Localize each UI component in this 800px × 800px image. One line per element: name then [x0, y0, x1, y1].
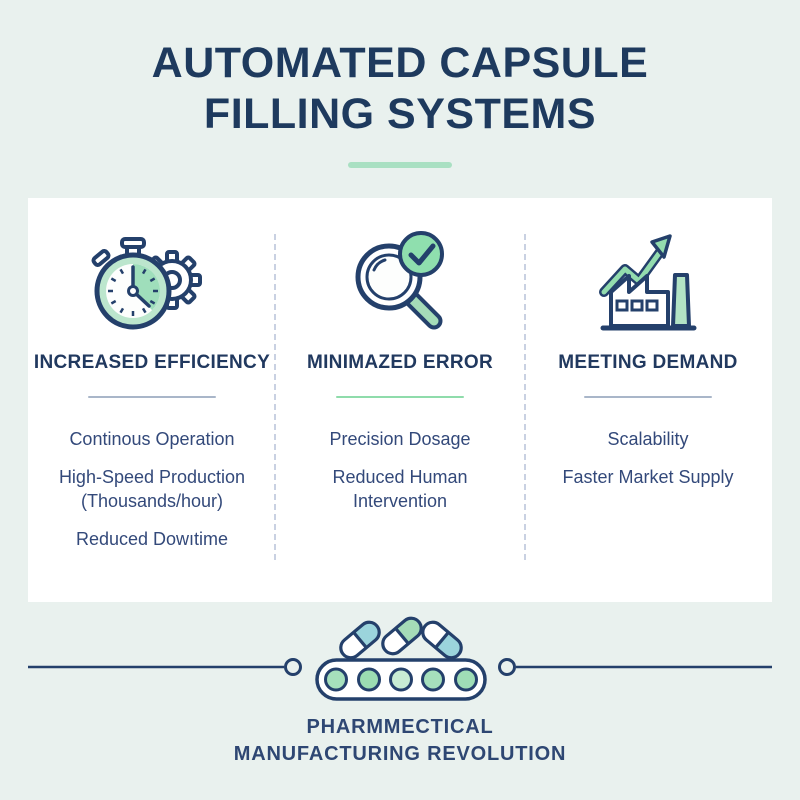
magnifier-check-icon — [344, 224, 456, 338]
benefit-item: Precision Dosage — [329, 429, 471, 449]
column-heading: MINIMAZED ERROR — [306, 352, 494, 373]
title-accent-divider — [348, 162, 452, 168]
benefit-item: Reduced Dowıtime — [75, 529, 229, 550]
column-heading: INCREASED EFFICIENCY — [33, 352, 271, 373]
conveyor-belt-icon — [315, 658, 487, 701]
heading-underline — [88, 396, 216, 398]
capsule-icon — [381, 616, 423, 656]
left-rule — [28, 658, 302, 676]
right-rule — [498, 658, 772, 676]
heading-underline — [584, 396, 712, 398]
column-minimazed-error: MINIMAZED ERROR Precision Dosage Reduced… — [276, 198, 524, 602]
column-heading: MEETING DEMAND — [558, 352, 738, 373]
benefit-item: Continous Operation — [69, 429, 235, 449]
page-title-line1: AUTOMATED CAPSULE — [151, 39, 649, 87]
capsule-icon — [339, 620, 381, 660]
footer-caption: PHARMMECTICAL MANUFACTURING REVOLUTION — [0, 714, 800, 768]
page-title-line2: FILLING SYSTEMS — [203, 89, 597, 138]
benefit-item: Reduced Human Intervention — [332, 467, 468, 511]
footer-caption-line2: MANUFACTURING REVOLUTION — [233, 743, 567, 765]
column-divider-1 — [274, 234, 276, 560]
benefit-item: High-Speed Production (Thousands/hour) — [58, 467, 246, 511]
column-divider-2 — [524, 234, 526, 560]
benefit-item: Scalability — [607, 429, 689, 449]
factory-growth-icon — [588, 224, 708, 338]
column-increased-efficiency: INCREASED EFFICIENCY Continous Operation… — [28, 198, 276, 602]
footer-caption-line1: PHARMMECTICAL — [306, 716, 494, 738]
column-meeting-demand: MEETING DEMAND Scalability Faster Market… — [524, 198, 772, 602]
capsule-icon — [421, 620, 463, 660]
conveyor-belt-graphic — [0, 610, 800, 720]
benefits-card: INCREASED EFFICIENCY Continous Operation… — [28, 198, 772, 602]
heading-underline — [336, 396, 464, 398]
page-title: AUTOMATED CAPSULE FILLING SYSTEMS — [0, 38, 800, 139]
benefit-item: Faster Market Supply — [562, 467, 734, 488]
stopwatch-gear-icon — [83, 224, 221, 338]
